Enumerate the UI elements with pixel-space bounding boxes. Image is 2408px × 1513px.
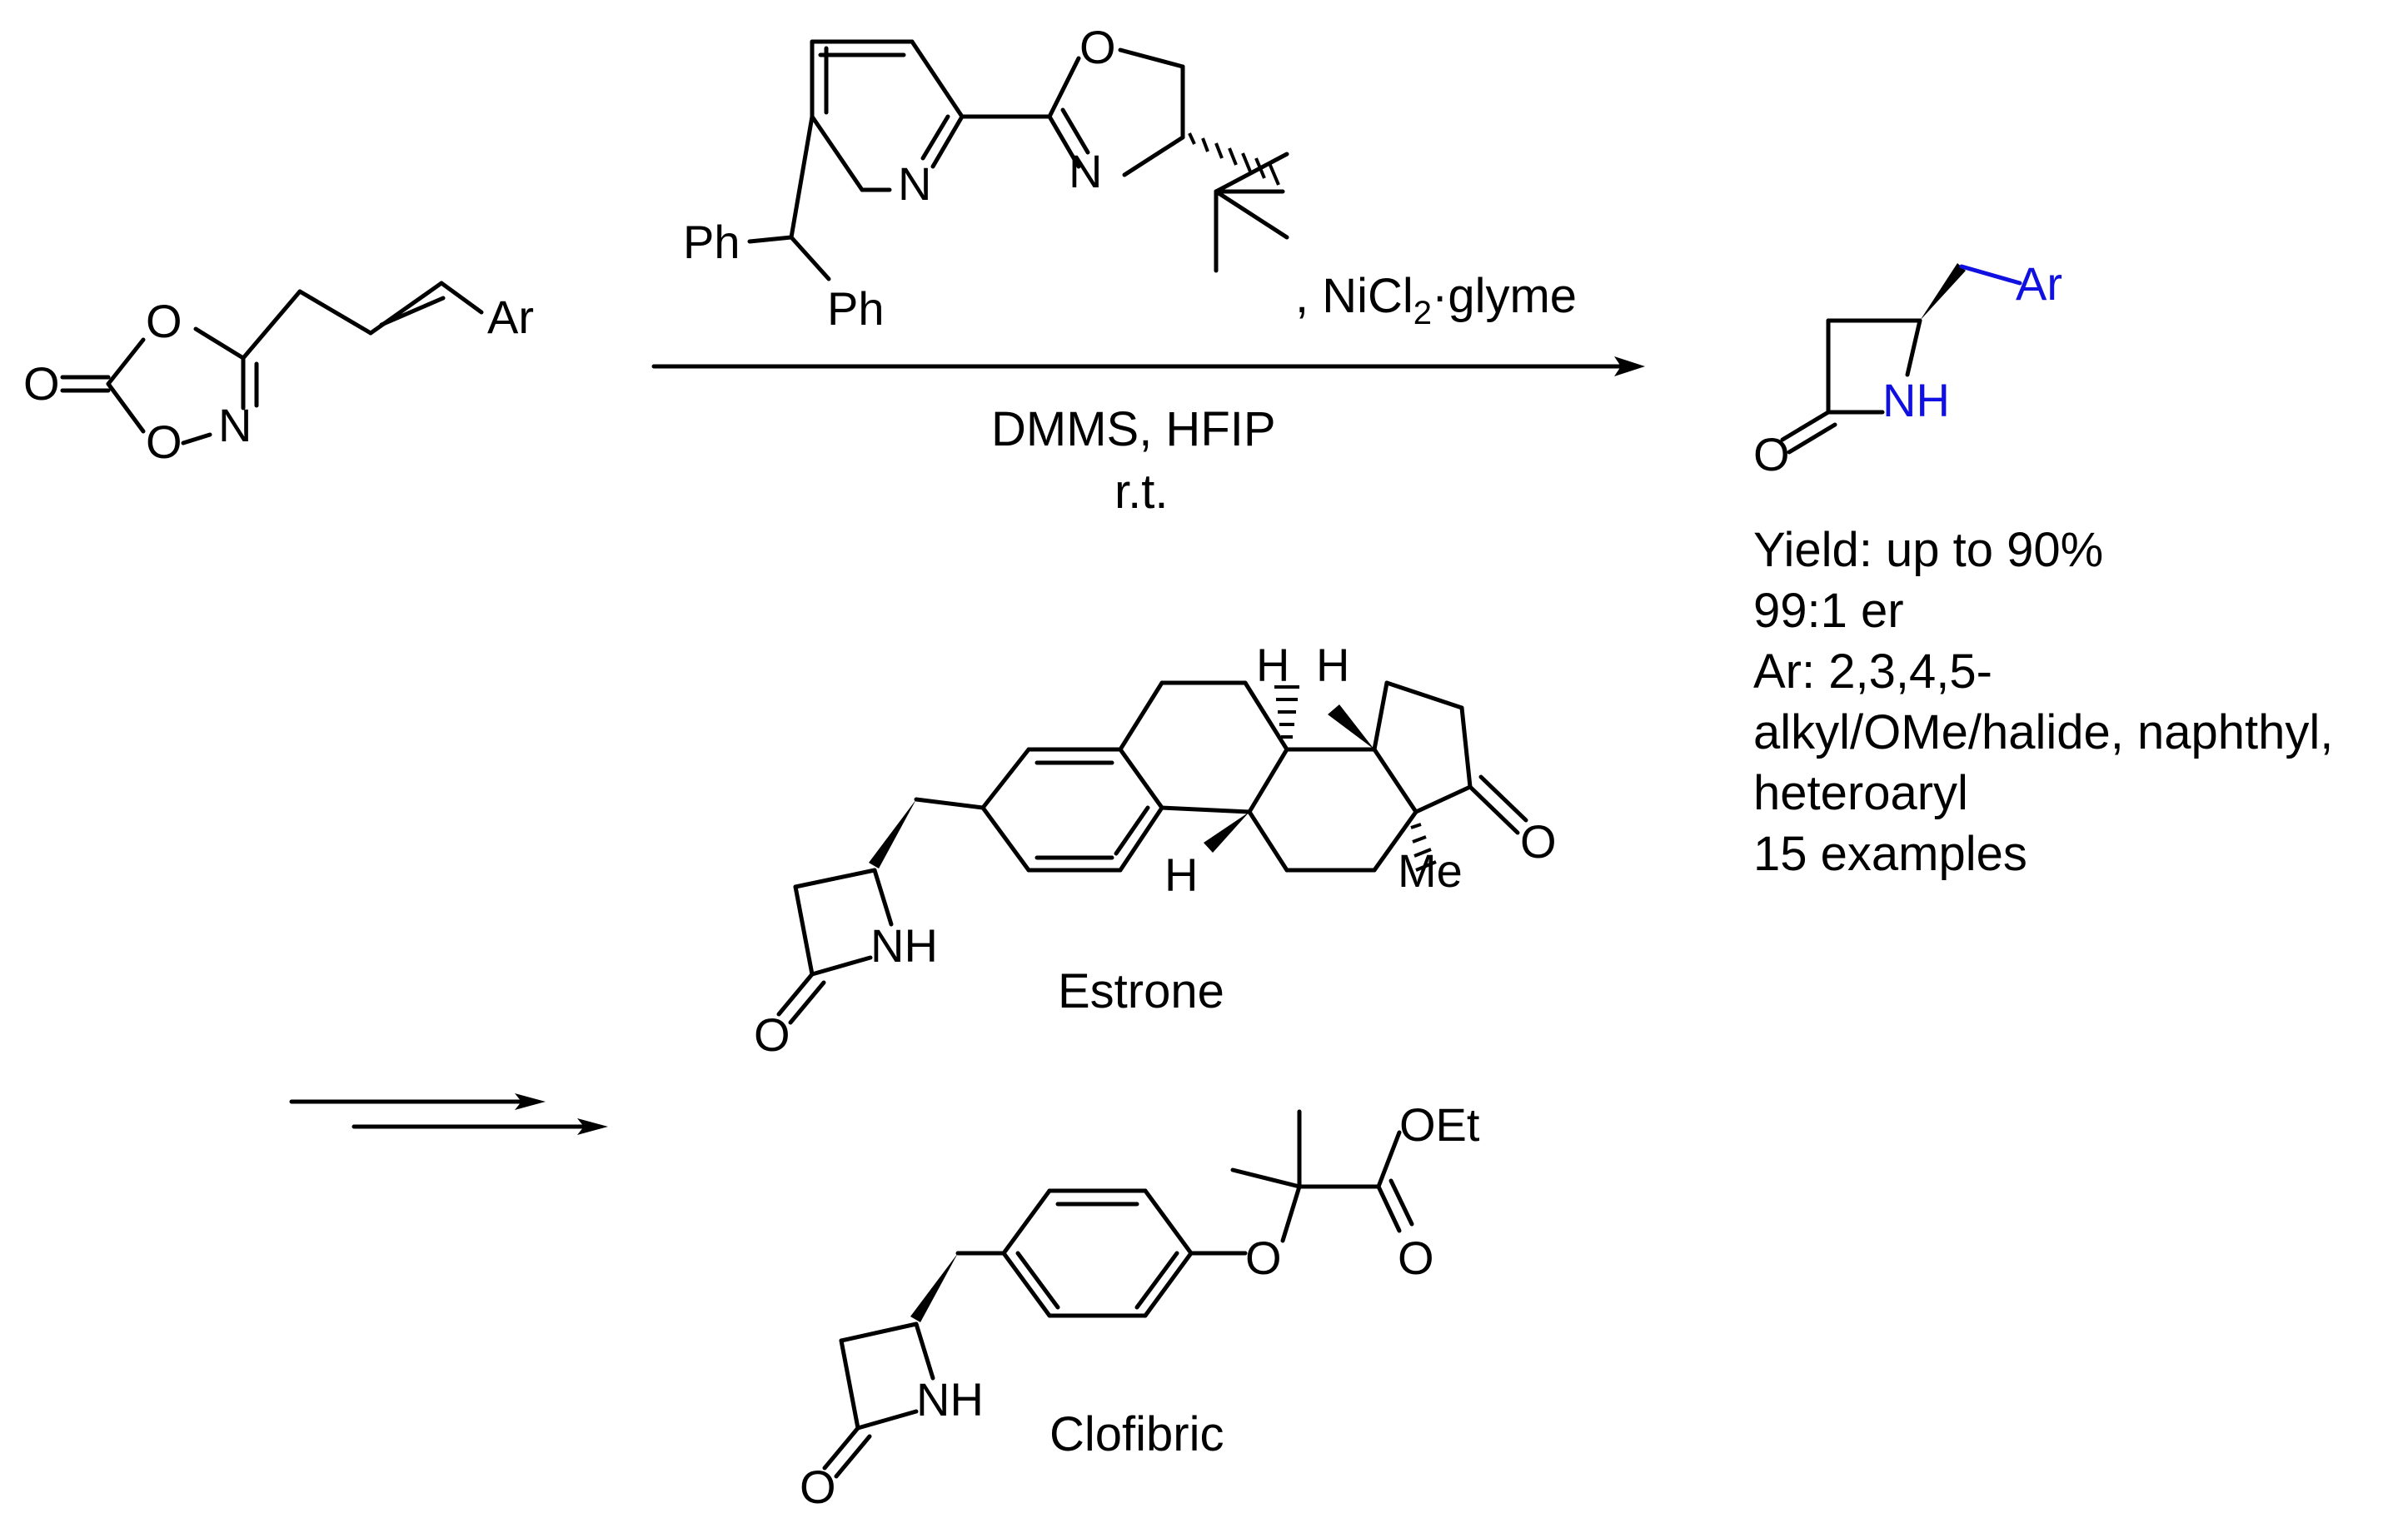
catalyst-prefix: , NiCl [1295,269,1413,323]
result-line-5: heteroaryl [1753,766,1968,820]
estrone-stereo-h-hash-1 [1274,685,1299,739]
result-line-1: Yield: up to 90% [1753,523,2103,577]
estrone-h-3: H [1164,849,1198,901]
estrone-label: Estrone [1058,964,1224,1018]
clofibric-label: Clofibric [1049,1407,1224,1461]
estrone-h-1: H [1256,639,1289,691]
stereo-hash-tbu [1188,132,1280,186]
clofibric-lactam-o: O [800,1461,836,1513]
clofibric-carbonyl-o: O [1398,1232,1434,1284]
clofibric-lactam-nh: NH [916,1373,984,1426]
pyridine-nitrogen: N [898,157,931,210]
reaction-arrow [651,356,1645,376]
results-block: Yield: up to 90% 99:1 er Ar: 2,3,4,5- al… [1753,523,2333,881]
estrone-stereo-me-hash [1410,823,1437,872]
catalyst-suffix: ·glyme [1432,269,1577,323]
oxazoline-oxygen: O [1079,21,1116,73]
multistep-arrow [289,1093,608,1135]
temperature-label: r.t. [1114,465,1168,519]
estrone-lactam-o: O [754,1008,790,1061]
product-oxygen: O [1753,428,1790,480]
starting-material-dioxazolone: O O O N Ar [23,281,534,468]
phenyl-label-bottom: Ph [827,282,885,335]
ligand-pyrox: N O N Ph Ph [683,21,1289,335]
result-line-3: Ar: 2,3,4,5- [1753,645,1992,699]
product-beta-lactam: O NH Ar [1753,257,2062,480]
phenyl-label-left: Ph [683,216,740,268]
result-line-6: 15 examples [1753,827,2027,881]
oxazoline-nitrogen: N [1069,145,1102,197]
ring-oxygen-top: O [146,295,182,347]
estrone-h-2: H [1316,639,1349,691]
clofibric-derivative: O OEt O NH O [800,1098,1480,1513]
estrone-ketone-o: O [1520,815,1557,868]
carbonyl-oxygen: O [23,357,60,410]
aryl-label: Ar [487,291,534,343]
result-line-4: alkyl/OMe/halide, naphthyl, [1753,705,2333,759]
product-ar: Ar [2016,257,2062,310]
estrone-lactam-nh: NH [870,919,938,972]
catalyst-label: , NiCl2·glyme [1295,269,1577,331]
catalyst-subscript: 2 [1413,295,1432,331]
product-nh: NH [1882,374,1950,426]
clofibric-oet: OEt [1399,1098,1480,1151]
estrone-derivative: H H H Me O NH O [754,639,1557,1061]
clofibric-ether-o: O [1245,1232,1282,1284]
svg-text:, NiCl2·glyme: , NiCl2·glyme [1295,269,1577,331]
result-line-2: 99:1 er [1753,584,1904,638]
reagents-label: DMMS, HFIP [991,402,1276,456]
estrone-me: Me [1398,844,1463,897]
ring-oxygen-bottom: O [146,416,182,468]
ring-nitrogen: N [218,399,252,451]
